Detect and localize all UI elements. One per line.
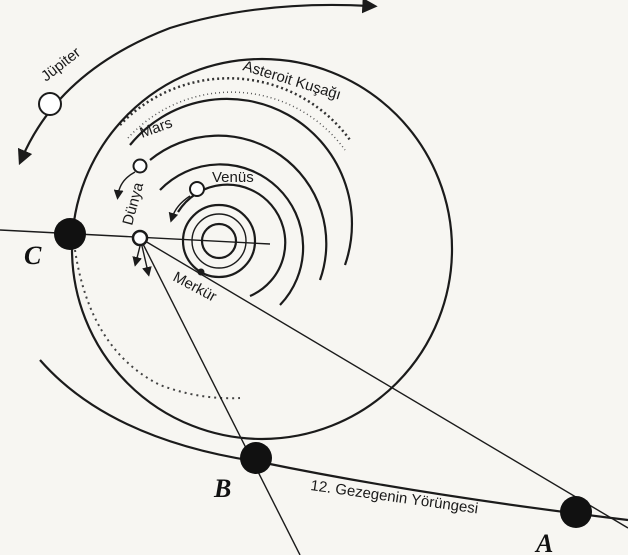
planet12-orbit bbox=[39, 359, 628, 522]
mars-planet bbox=[132, 158, 148, 174]
venus-motion-arrow bbox=[168, 195, 191, 223]
point-c-label: C bbox=[24, 241, 42, 270]
mercury-label: Merkür bbox=[170, 269, 219, 306]
dotted-belt-left bbox=[74, 249, 241, 400]
earth-orbit bbox=[159, 163, 305, 306]
asteroid-belt-label: Asteroit Kuşağı bbox=[241, 58, 343, 104]
inner-orbit-ring bbox=[191, 213, 247, 269]
mars-motion-arrow bbox=[113, 171, 136, 200]
point-b-label: B bbox=[213, 474, 231, 503]
planet12-orbit-label: 12. Gezegenin Yörüngesi bbox=[309, 477, 479, 517]
earth-motion-arrow bbox=[141, 245, 152, 277]
mars-label: Mars bbox=[138, 114, 175, 141]
mercury-orbit bbox=[181, 203, 257, 279]
venus-planet bbox=[189, 181, 205, 197]
jupiter-label: Jüpiter bbox=[38, 44, 84, 85]
venus-label: Venüs bbox=[212, 169, 254, 186]
earth-planet bbox=[131, 229, 149, 247]
point-b-planet bbox=[240, 442, 272, 474]
point-a-planet bbox=[560, 496, 592, 528]
earth-motion-arrow-2 bbox=[132, 245, 142, 267]
earth-label: Dünya bbox=[119, 180, 147, 227]
point-c-planet bbox=[54, 218, 86, 250]
point-a-label: A bbox=[534, 529, 553, 555]
line-a bbox=[139, 237, 628, 529]
jupiter-planet bbox=[38, 92, 62, 116]
jupiter-orbit bbox=[70, 57, 454, 441]
mercury-planet bbox=[197, 268, 205, 276]
line-b bbox=[139, 237, 301, 555]
